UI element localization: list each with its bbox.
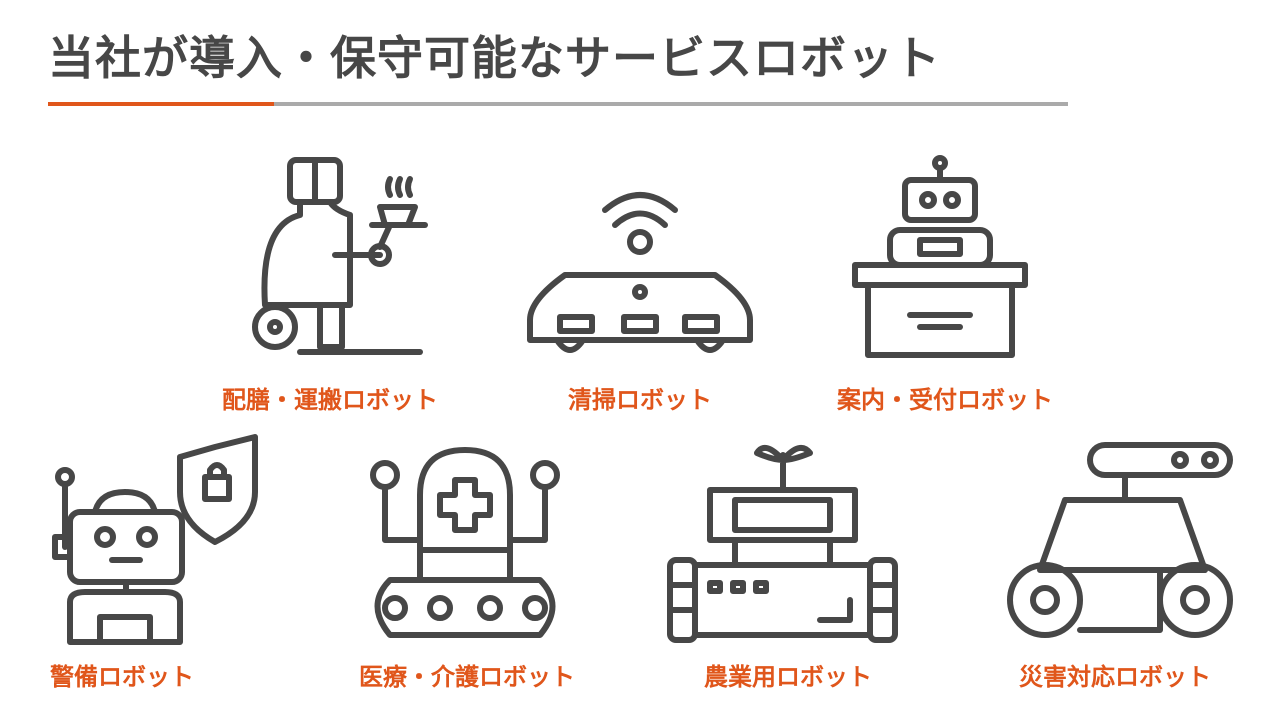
robot-label-reception: 案内・受付ロボット	[833, 380, 1057, 415]
robot-label-security: 警備ロボット	[46, 657, 198, 692]
reception-robot-icon	[852, 155, 1028, 358]
robot-label-cleaning: 清掃ロボット	[564, 380, 716, 415]
robot-label-disaster: 災害対応ロボット	[1015, 657, 1215, 692]
robot-label-agriculture: 農業用ロボット	[700, 657, 876, 692]
robot-label-serving: 配膳・運搬ロボット	[218, 380, 442, 415]
title-divider-accent	[48, 102, 274, 106]
robot-label-medical: 医療・介護ロボット	[355, 657, 579, 692]
page-title: 当社が導入・保守可能なサービスロボット	[48, 31, 941, 85]
serving-robot-icon	[252, 157, 428, 355]
cleaning-robot-icon	[527, 192, 753, 353]
disaster-robot-icon	[1007, 442, 1233, 638]
security-robot-icon	[52, 434, 258, 645]
title-divider	[48, 102, 1068, 106]
medical-robot-icon	[370, 447, 560, 638]
agriculture-robot-icon	[667, 444, 898, 643]
